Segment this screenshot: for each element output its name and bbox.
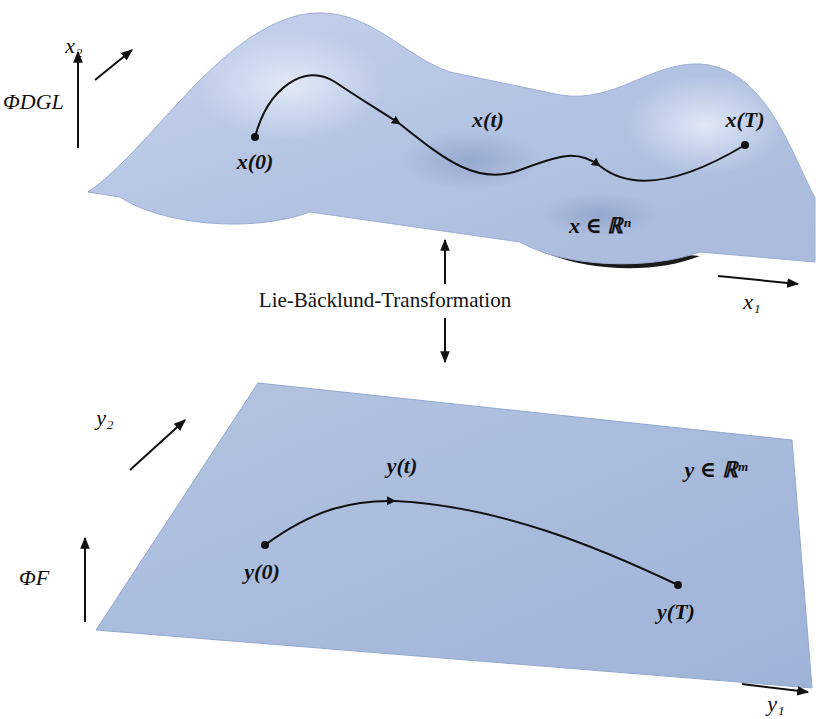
space-label: y ∈ ℝᵐ bbox=[685, 458, 748, 482]
surface-highlight bbox=[625, 75, 785, 175]
axis-label: x₁ bbox=[743, 290, 760, 314]
curved-surface bbox=[88, 13, 815, 264]
transformation-label: Lie-Bäcklund-Transformation bbox=[259, 289, 511, 312]
axis-label: y₂ bbox=[96, 406, 113, 430]
axis-label: y₁ bbox=[767, 692, 784, 716]
axis-arrows bbox=[78, 50, 798, 284]
point bbox=[251, 133, 259, 141]
point-label: x(0) bbox=[237, 150, 274, 174]
point bbox=[261, 541, 269, 549]
flat-plane bbox=[96, 383, 812, 688]
space-label: x ∈ ℝⁿ bbox=[569, 214, 631, 238]
surface-highlight bbox=[195, 30, 385, 140]
point-label: x(t) bbox=[472, 108, 504, 132]
axis-label: x₂ bbox=[65, 34, 82, 58]
surface-valley bbox=[400, 130, 540, 190]
point bbox=[741, 141, 749, 149]
axis-label: ΦF bbox=[19, 566, 49, 590]
trajectory-x bbox=[255, 75, 745, 181]
point-label: y(0) bbox=[244, 560, 279, 584]
point-label: y(t) bbox=[387, 454, 418, 478]
point-label: y(T) bbox=[657, 600, 695, 624]
axis-label: ΦDGL bbox=[3, 90, 64, 114]
point bbox=[674, 581, 682, 589]
axis-arrows bbox=[85, 420, 808, 692]
trajectory-y bbox=[265, 501, 678, 585]
point-label: x(T) bbox=[725, 108, 764, 132]
